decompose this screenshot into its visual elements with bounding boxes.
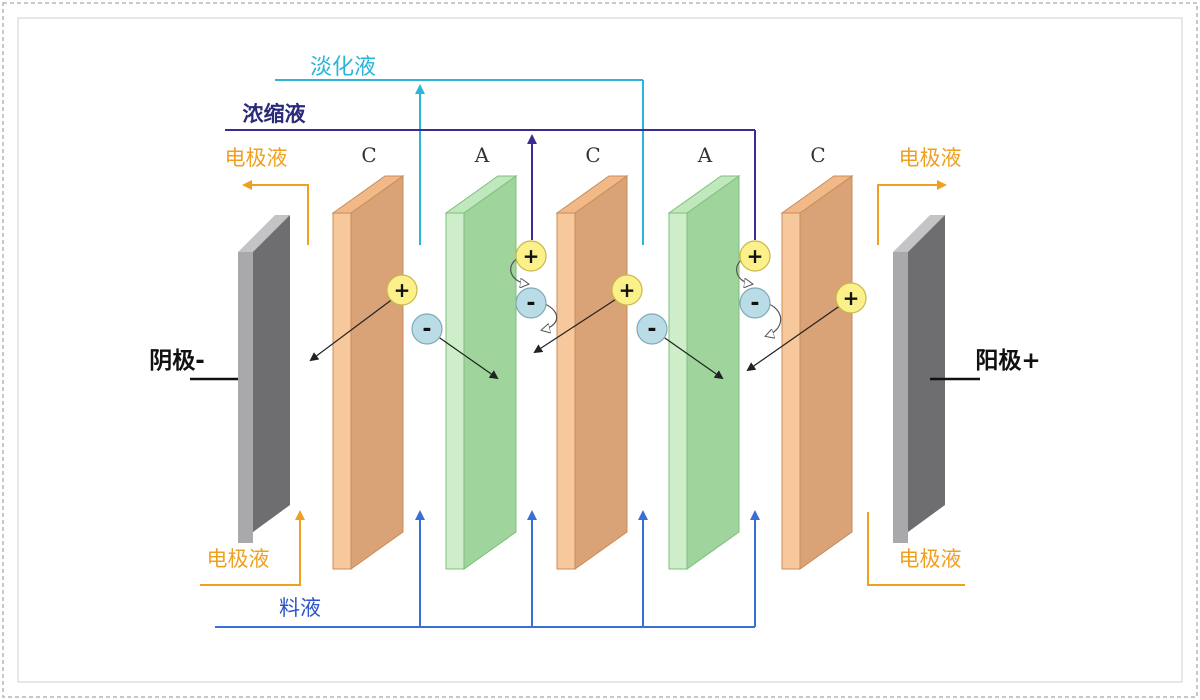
anion-exchange-membrane: A — [667, 143, 741, 570]
inner-frame — [17, 17, 1183, 683]
cathode-plate — [238, 215, 290, 543]
cathode-label: 阴极- — [149, 348, 205, 374]
diluate-label: 淡化液 — [310, 55, 376, 80]
electrode-label-right-bottom: 电极液 — [899, 547, 962, 571]
anion-exchange-membrane: A — [444, 143, 518, 570]
cation-exchange-membrane: C — [780, 143, 854, 570]
electrode-label-right-top: 电极液 — [899, 146, 962, 170]
rejection-arrows — [510, 257, 782, 336]
concentrate-label: 浓缩液 — [243, 102, 306, 126]
svg-text:-: - — [647, 317, 656, 342]
cation-ion: + — [515, 240, 547, 272]
cation-ion: + — [739, 240, 771, 272]
cation-exchange-membrane: C — [555, 143, 629, 570]
cation-ion: + — [611, 274, 643, 306]
diluate-piping — [275, 79, 644, 245]
svg-text:-: - — [526, 291, 535, 316]
svg-text:+: + — [747, 244, 764, 268]
electrode-label-left-bottom: 电极液 — [207, 547, 270, 571]
svg-text:+: + — [843, 286, 860, 310]
electrode-piping — [200, 180, 965, 586]
anion-ion: - — [739, 287, 771, 319]
anion-ion: - — [636, 313, 668, 345]
svg-text:-: - — [750, 291, 759, 316]
feed-label: 料液 — [279, 596, 321, 620]
cation-ion: + — [835, 282, 867, 314]
anode-label: 阳极+ — [975, 348, 1040, 374]
membrane-type-label: C — [585, 143, 600, 167]
cation-exchange-membrane: C — [331, 143, 405, 570]
membrane-type-label: C — [361, 143, 376, 167]
anion-ion: - — [411, 313, 443, 345]
feed-piping — [215, 510, 760, 628]
svg-text:+: + — [394, 278, 411, 302]
anode-plate — [893, 215, 945, 543]
svg-text:+: + — [523, 244, 540, 268]
svg-text:-: - — [422, 317, 431, 342]
membrane-type-label: A — [697, 143, 713, 167]
electrode-label-left-top: 电极液 — [225, 146, 288, 170]
membrane-type-label: A — [474, 143, 490, 167]
svg-text:+: + — [619, 278, 636, 302]
anion-ion: - — [515, 287, 547, 319]
concentrate-piping — [225, 129, 756, 240]
ions: +-+-+-+-+ — [386, 240, 867, 345]
membrane-type-label: C — [810, 143, 825, 167]
cation-ion: + — [386, 274, 418, 306]
